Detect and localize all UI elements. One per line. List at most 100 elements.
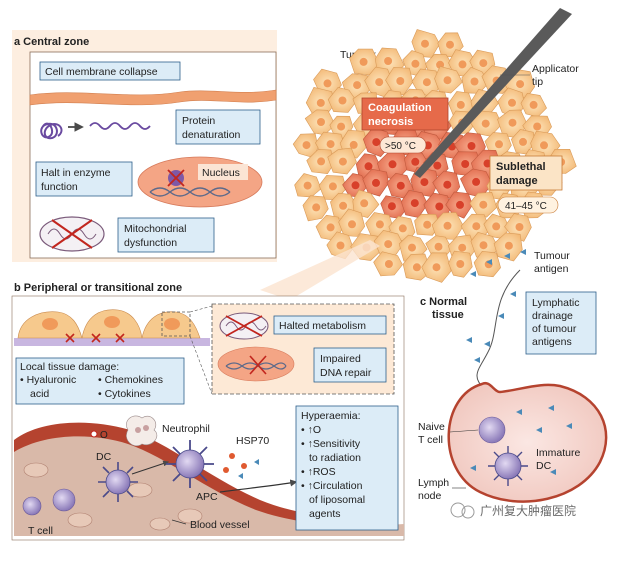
cell-nucleus [375,220,384,229]
cell-nucleus [348,220,356,229]
panel-c: c Normal tissue Lymphatic drainage of tu… [418,269,608,503]
hyperaemia-item-7: agents [309,508,341,520]
coagulation-necrosis-box [361,97,449,131]
lymphatic-drainage-box [525,291,597,355]
sublethal-damage-box [489,155,563,191]
impaired-dna-icon [217,346,295,382]
tumour-antigen-line2: antigen [534,263,569,275]
cell-nucleus [351,181,360,190]
protein-denaturation-line1: Protein [182,115,215,127]
apc-label: APC [196,491,218,503]
cell-nucleus [387,202,396,211]
cell-nucleus [508,98,516,107]
temp-high-label: >50 °C [385,141,416,152]
cell-nucleus [456,100,465,109]
cell-nucleus [495,140,503,149]
lymph-node-line1: Lymph [418,477,449,489]
tumour-region: Tumour cell Applicator tip Coagulation n… [260,8,579,300]
temp-mid-label: 41–45 °C [505,201,547,212]
cell-nucleus [461,160,470,168]
cell-nucleus [470,77,479,86]
cell-nucleus [504,241,513,250]
mito-dysfunction-box [117,217,215,253]
cell-nucleus [516,80,525,89]
cell-nucleus [398,224,407,233]
cell-nucleus [420,178,429,187]
naive-t-cell-line1: Naive [418,421,445,433]
cell-nucleus [349,140,358,149]
cell-nucleus [481,119,490,128]
cell-nucleus [432,263,441,272]
cell-nucleus [519,137,527,146]
local-damage-item-1: • Hyaluronic [20,374,76,386]
cell-nucleus [472,177,481,186]
hyperaemia-title: Hyperaemia: [301,410,361,422]
cell-nucleus [479,241,488,250]
cell-nucleus [422,78,431,87]
antigen-triangles [470,249,526,277]
neutrophil-icon [126,415,158,447]
panel-b: b Peripheral or transitional zone Halted… [11,282,405,541]
cell-nucleus [372,138,381,147]
cell-nucleus [443,180,452,189]
cell-nucleus [303,181,312,190]
cell-nucleus [396,77,405,85]
cell-nucleus [467,142,476,150]
cell-nucleus [529,100,538,109]
cell-nucleus [458,60,467,69]
local-damage-item-2: • Chemokines [98,374,163,386]
membrane-collapse-label: Cell membrane collapse [45,66,158,78]
cell-nucleus [515,223,524,231]
coagulation-necrosis-line2: necrosis [368,116,413,128]
coagulation-necrosis-line1: Coagulation [368,102,432,114]
naive-t-cell-icon [478,416,506,444]
cell-nucleus [435,202,444,211]
lymphatic-vessel [476,269,521,389]
cell-nucleus [323,79,332,88]
hyperaemia-item-6: of liposomal [309,494,365,506]
hsp70-label: HSP70 [236,435,269,447]
cell-nucleus [456,200,464,209]
lymph-node-line2: node [418,490,442,502]
apc-icon [166,440,214,488]
naive-t-cell-line2: T cell [418,434,443,446]
cell-nucleus [479,200,488,209]
cell-nucleus [384,240,393,249]
lymphatic-drainage-line2: drainage [532,310,573,322]
cell-nucleus [423,220,432,229]
hyperaemia-item-2: • ↑Sensitivity [301,438,361,450]
cell-nucleus [446,40,454,49]
mito-dysfunction-line2: dysfunction [124,237,177,249]
epithelial-cells [17,309,201,343]
cell-nucleus [326,140,335,149]
applicator-tip-line2: tip [532,76,543,88]
cell-nucleus [479,59,488,68]
cell-nucleus [483,159,492,168]
zoom-funnel [260,240,380,300]
hyperaemia-item-3: to radiation [309,452,361,464]
tumour-antigen-line1: Tumour [534,250,570,262]
nucleus-label: Nucleus [202,167,240,179]
cell-nucleus [421,39,429,48]
watermark-text: 广州复大肿瘤医院 [480,503,576,518]
impaired-dna-box [313,347,387,383]
sublethal-damage-line1: Sublethal [496,161,546,173]
immature-dc-line1: Immature [536,447,581,459]
cell-nucleus [302,141,311,150]
cell-nucleus [337,122,346,131]
dc-icon [98,462,138,502]
cell-nucleus [328,182,337,191]
cell-nucleus [353,81,362,90]
cell-nucleus [443,221,452,230]
cell-nucleus [364,162,373,171]
cell-nucleus [359,57,368,66]
cell-nucleus [375,78,384,87]
panel-a: a Central zone Cell membrane collapse Pr… [12,30,277,262]
cell-nucleus [360,199,369,208]
cell-nucleus [388,160,397,169]
drained-antigens [466,291,516,363]
cell-nucleus [540,141,548,150]
denatured-protein-icon [89,122,151,130]
o2-radical-icon: O [90,430,108,441]
